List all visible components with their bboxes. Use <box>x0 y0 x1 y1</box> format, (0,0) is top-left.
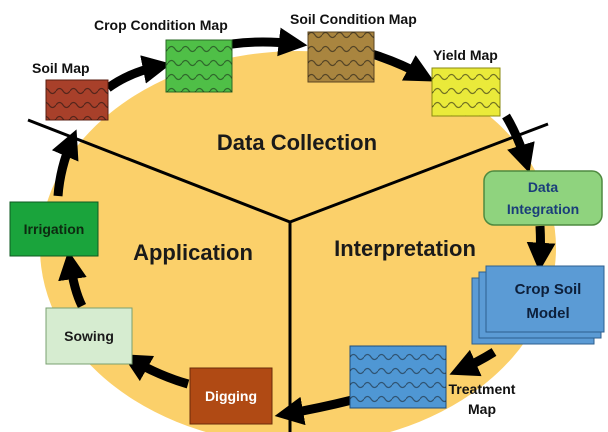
crop-soil-model-label-line2: Model <box>526 305 569 322</box>
sector-label-data-collection: Data Collection <box>217 130 377 155</box>
sowing-box-bg <box>45 307 133 365</box>
arrow-yield-to-integration <box>502 113 535 174</box>
crop-condition-map: Crop Condition Map <box>94 17 233 93</box>
sector-label-application: Application <box>133 240 253 265</box>
irrigation-box: Irrigation <box>9 201 99 257</box>
data-integration-box: Data Integration <box>483 170 603 226</box>
cycle-arrows <box>51 27 556 426</box>
data-integration-box-bg <box>483 170 603 226</box>
yield-map-label: Yield Map <box>433 47 498 63</box>
yield-map: Yield Map <box>431 47 501 117</box>
digging-label: Digging <box>205 388 257 404</box>
arrow-integration-to-model <box>526 225 556 272</box>
crop-soil-model-front <box>485 265 605 333</box>
soil-map-label: Soil Map <box>32 60 90 76</box>
arrow-digging-to-sowing <box>121 354 190 389</box>
treatment-map-label-line1: Treatment <box>449 381 516 397</box>
digging-box: Digging <box>189 367 273 425</box>
arrow-soilcondition-to-yield <box>370 49 435 82</box>
arrow-crop-to-soilcondition <box>231 27 308 57</box>
divider-right <box>289 122 549 224</box>
sowing-label: Sowing <box>64 328 114 344</box>
soil-map: Soil Map <box>32 60 109 121</box>
arrow-treatment-to-digging <box>274 395 354 426</box>
data-integration-label-line2: Integration <box>507 201 579 217</box>
crop-condition-map-label: Crop Condition Map <box>94 17 228 33</box>
arrow-model-to-treatment <box>449 348 497 377</box>
cycle-ellipse <box>40 51 556 432</box>
digging-box-bg <box>189 367 273 425</box>
crop-soil-model-label-line1: Crop Soil <box>515 281 582 298</box>
soil-condition-map: Soil Condition Map <box>290 11 417 83</box>
arrow-soil-to-crop <box>105 55 172 92</box>
treatment-map: Treatment Map <box>349 345 516 417</box>
sowing-box: Sowing <box>45 307 133 365</box>
arrow-irrigation-to-soil <box>51 129 79 197</box>
crop-soil-model-box: Crop Soil Model <box>471 265 605 345</box>
sector-label-interpretation: Interpretation <box>334 236 476 261</box>
soil-condition-map-label: Soil Condition Map <box>290 11 417 27</box>
irrigation-box-bg <box>9 201 99 257</box>
irrigation-label: Irrigation <box>24 221 85 237</box>
data-integration-label-line1: Data <box>528 179 559 195</box>
treatment-map-label-line2: Map <box>468 401 496 417</box>
arrow-sowing-to-irrigation <box>58 250 87 309</box>
